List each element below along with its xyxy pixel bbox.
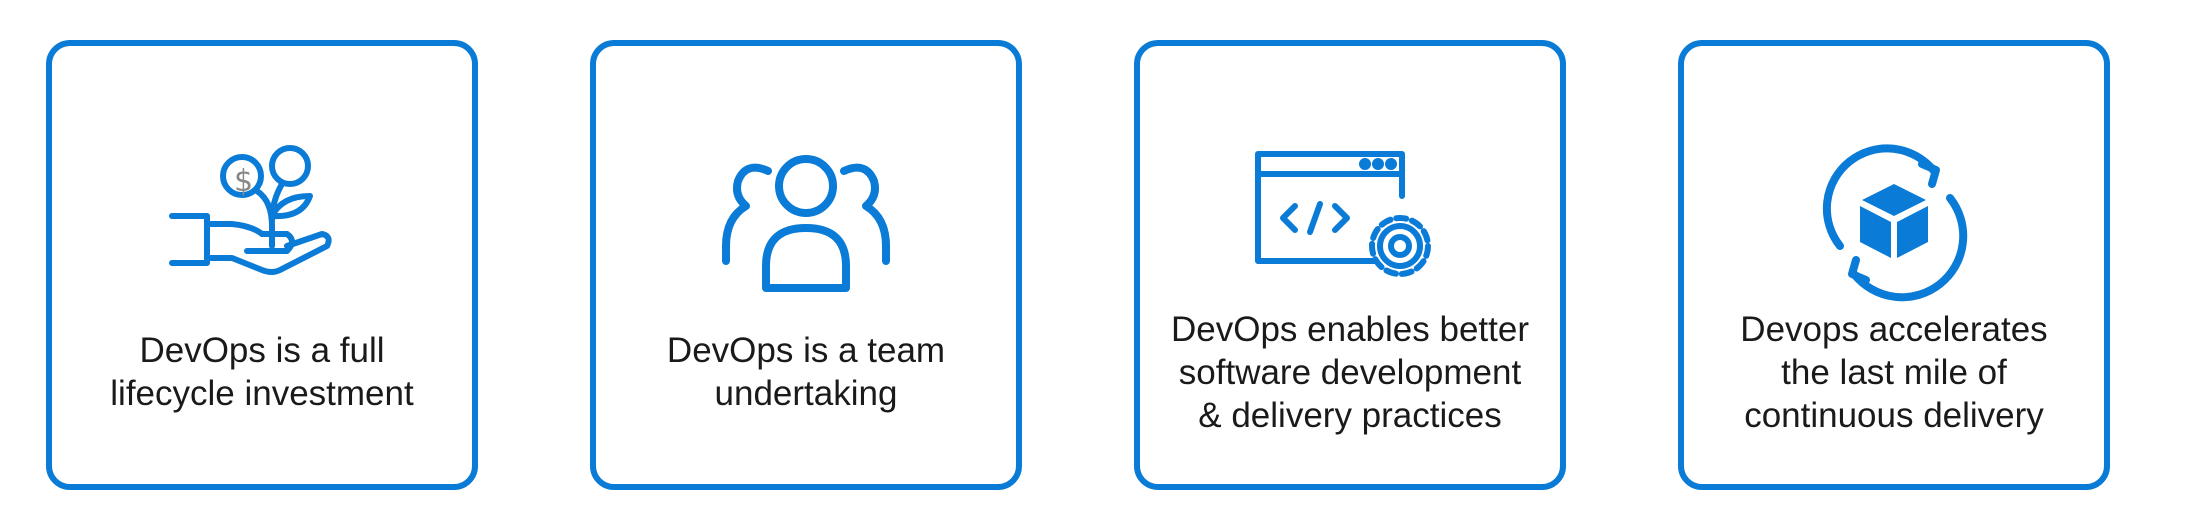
- card-team-undertaking: DevOps is a team undertaking: [590, 40, 1022, 490]
- card-caption: DevOps is a full lifecycle investment: [62, 329, 462, 415]
- card-caption: DevOps enables better software developme…: [1150, 308, 1550, 437]
- caption-line: the last mile of: [1781, 353, 2007, 392]
- caption-line: DevOps is a team: [666, 331, 946, 370]
- rotating-package-box-icon: [1794, 144, 1994, 302]
- caption-line: & delivery practices: [1198, 396, 1502, 435]
- svg-text:$: $: [234, 164, 253, 199]
- team-users-icon: [706, 146, 906, 296]
- card-lifecycle-investment: $ DevOps is a full lifecycle investment: [46, 40, 478, 490]
- caption-line: continuous delivery: [1744, 396, 2044, 435]
- card-continuous-delivery: Devops accelerates the last mile of cont…: [1678, 40, 2110, 490]
- caption-line: DevOps enables better: [1171, 310, 1529, 349]
- card-better-practices: DevOps enables better software developme…: [1134, 40, 1566, 490]
- card-caption: DevOps is a team undertaking: [606, 329, 1006, 415]
- card-caption: Devops accelerates the last mile of cont…: [1694, 308, 2094, 437]
- hand-growing-money-plant-icon: $: [162, 145, 362, 296]
- caption-line: Devops accelerates: [1740, 310, 2048, 349]
- caption-line: undertaking: [714, 374, 898, 413]
- caption-line: DevOps is a full: [139, 331, 385, 370]
- caption-line: lifecycle investment: [110, 374, 414, 413]
- code-window-gear-icon: [1250, 146, 1450, 296]
- caption-line: software development: [1178, 353, 1522, 392]
